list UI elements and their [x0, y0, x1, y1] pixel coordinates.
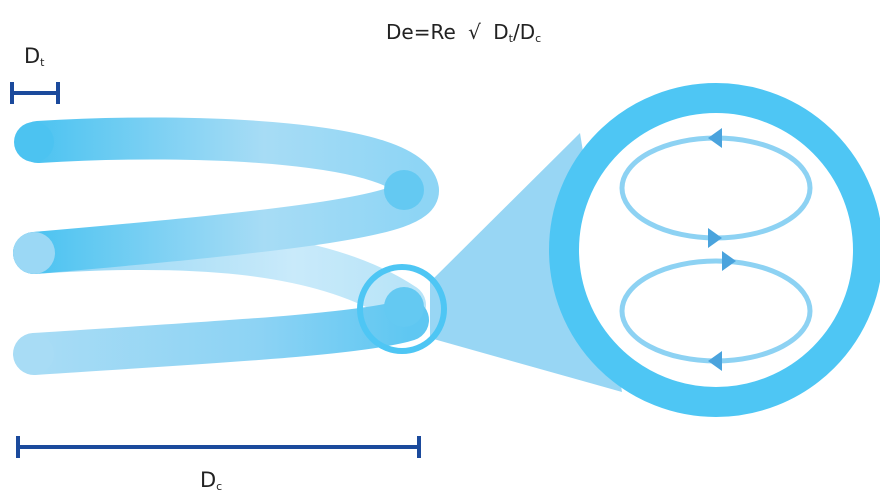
flow-arrow-icon — [708, 128, 722, 148]
tube-cross-section — [384, 287, 424, 327]
coil-tube-bottom — [13, 299, 429, 375]
tube-cross-section — [384, 170, 424, 210]
dt-base: D — [24, 44, 41, 68]
formula-slash: / — [512, 20, 520, 44]
tube-end-cap — [14, 122, 54, 162]
square-root-sign: √ — [468, 20, 481, 44]
dean-number-formula: De=Re √ Dt/Dc — [386, 20, 541, 45]
coil-diameter-label: Dc — [200, 468, 222, 493]
formula-dc-base: D — [519, 20, 536, 44]
flow-arrow-icon — [708, 351, 722, 371]
dt-sub: t — [40, 56, 45, 69]
dc-base: D — [200, 468, 217, 492]
tube-diameter-label: Dt — [24, 44, 45, 69]
formula-dt-sub: t — [508, 32, 513, 45]
coil-diameter-marker — [16, 436, 421, 458]
tube-end-cap — [13, 232, 55, 274]
flow-arrow-icon — [708, 228, 722, 248]
focus-circle — [357, 264, 447, 354]
tube-end-cap — [14, 334, 54, 374]
formula-dc-sub: c — [535, 32, 542, 45]
formula-lhs: De=Re — [386, 20, 456, 44]
coil-tube-top — [13, 117, 439, 274]
tube-diameter-marker — [10, 82, 60, 104]
magnified-cross-section — [549, 83, 880, 417]
formula-dt-base: D — [493, 20, 509, 44]
dc-sub: c — [216, 480, 223, 493]
flow-arrow-icon — [722, 251, 736, 271]
